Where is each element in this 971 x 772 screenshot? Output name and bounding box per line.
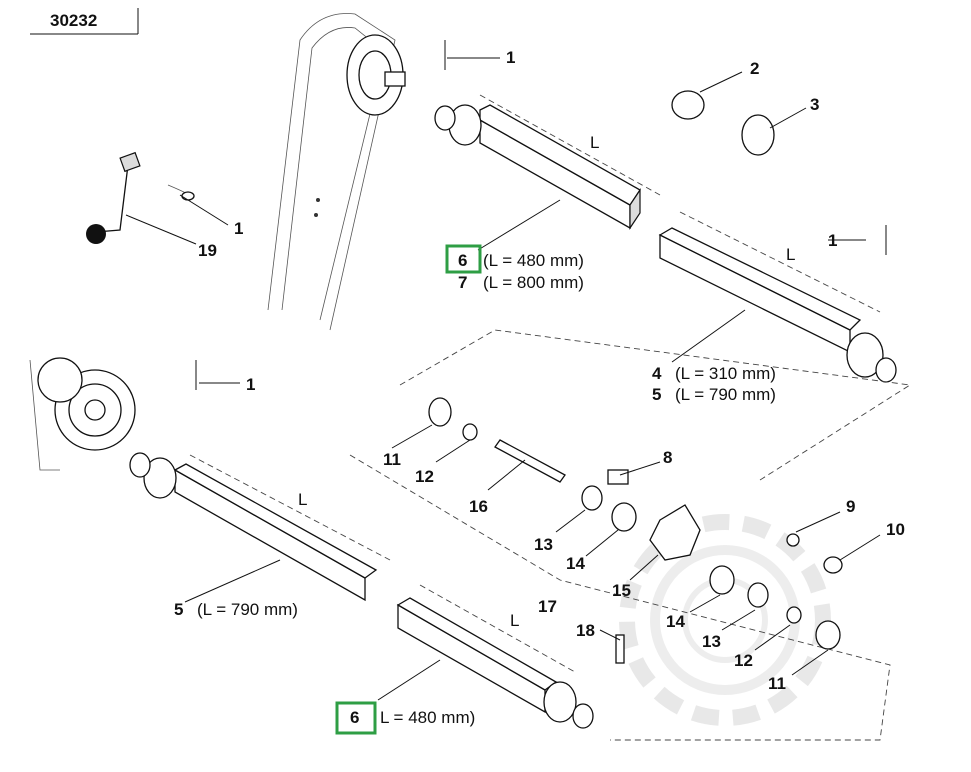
callout-1: 1 <box>828 231 837 250</box>
callout-9: 9 <box>846 497 855 516</box>
callout-14: 14 <box>666 612 685 631</box>
crank-handle <box>86 151 195 244</box>
label-left-shaft: 5 (L = 790 mm) <box>174 600 298 619</box>
assembly-outline <box>349 329 912 741</box>
shaft-top: L <box>434 94 661 230</box>
callout-16: 16 <box>469 497 488 516</box>
highlight-box <box>445 244 482 274</box>
belt-housing <box>267 13 406 331</box>
part-number: 7 <box>458 273 467 292</box>
part-number: 6 <box>350 708 359 727</box>
label-top-shaft: 6 (L = 480 mm) 7 (L = 800 mm) <box>445 244 584 292</box>
callout-15: 15 <box>612 581 631 600</box>
part-number: 6 <box>458 251 467 270</box>
callout-10: 10 <box>886 520 905 539</box>
callout-12: 12 <box>415 467 434 486</box>
length-text: (L = 310 mm) <box>675 364 776 383</box>
shaft-left: L <box>129 452 391 602</box>
leader-lines <box>125 57 881 701</box>
highlight-box <box>335 701 377 735</box>
callout-17: 17 <box>538 597 557 616</box>
callout-13: 13 <box>534 535 553 554</box>
small-parts <box>195 40 887 664</box>
callout-1: 1 <box>234 219 243 238</box>
callout-11: 11 <box>768 674 786 693</box>
label-right-shaft: 4 (L = 310 mm) 5 (L = 790 mm) <box>652 364 776 404</box>
right-dim-symbol: L <box>786 245 795 264</box>
length-text: (L = 480 mm) <box>483 251 584 270</box>
left-dim-symbol: L <box>298 490 307 509</box>
top-dim-symbol: L <box>590 133 599 152</box>
part-number: 4 <box>652 364 662 383</box>
callout-18: 18 <box>576 621 595 640</box>
length-text: (L = 790 mm) <box>197 600 298 619</box>
shaft-bottom: L <box>396 584 594 729</box>
part-number: 5 <box>652 385 661 404</box>
callout-3: 3 <box>810 95 819 114</box>
callout-19: 19 <box>198 241 217 260</box>
diagram-reference: 30232 <box>30 8 139 35</box>
length-text: L = 480 mm) <box>380 708 475 727</box>
callout-13: 13 <box>702 632 721 651</box>
bottom-dim-symbol: L <box>510 611 519 630</box>
shaft-right: L <box>658 211 897 383</box>
length-text: (L = 800 mm) <box>483 273 584 292</box>
callout-1: 1 <box>506 48 515 67</box>
part-number: 5 <box>174 600 183 619</box>
callout-1: 1 <box>246 375 255 394</box>
callout-numbers: 1 2 3 1 19 1 1 8 11 12 16 9 10 13 14 15 … <box>198 48 905 693</box>
callout-8: 8 <box>663 448 672 467</box>
label-bottom-shaft: 6 L = 480 mm) <box>335 701 475 735</box>
length-text: (L = 790 mm) <box>675 385 776 404</box>
diagram-ref-number: 30232 <box>50 11 97 30</box>
callout-11: 11 <box>383 450 401 469</box>
callout-12: 12 <box>734 651 753 670</box>
gearbox <box>29 357 136 471</box>
callout-2: 2 <box>750 59 759 78</box>
callout-14: 14 <box>566 554 585 573</box>
